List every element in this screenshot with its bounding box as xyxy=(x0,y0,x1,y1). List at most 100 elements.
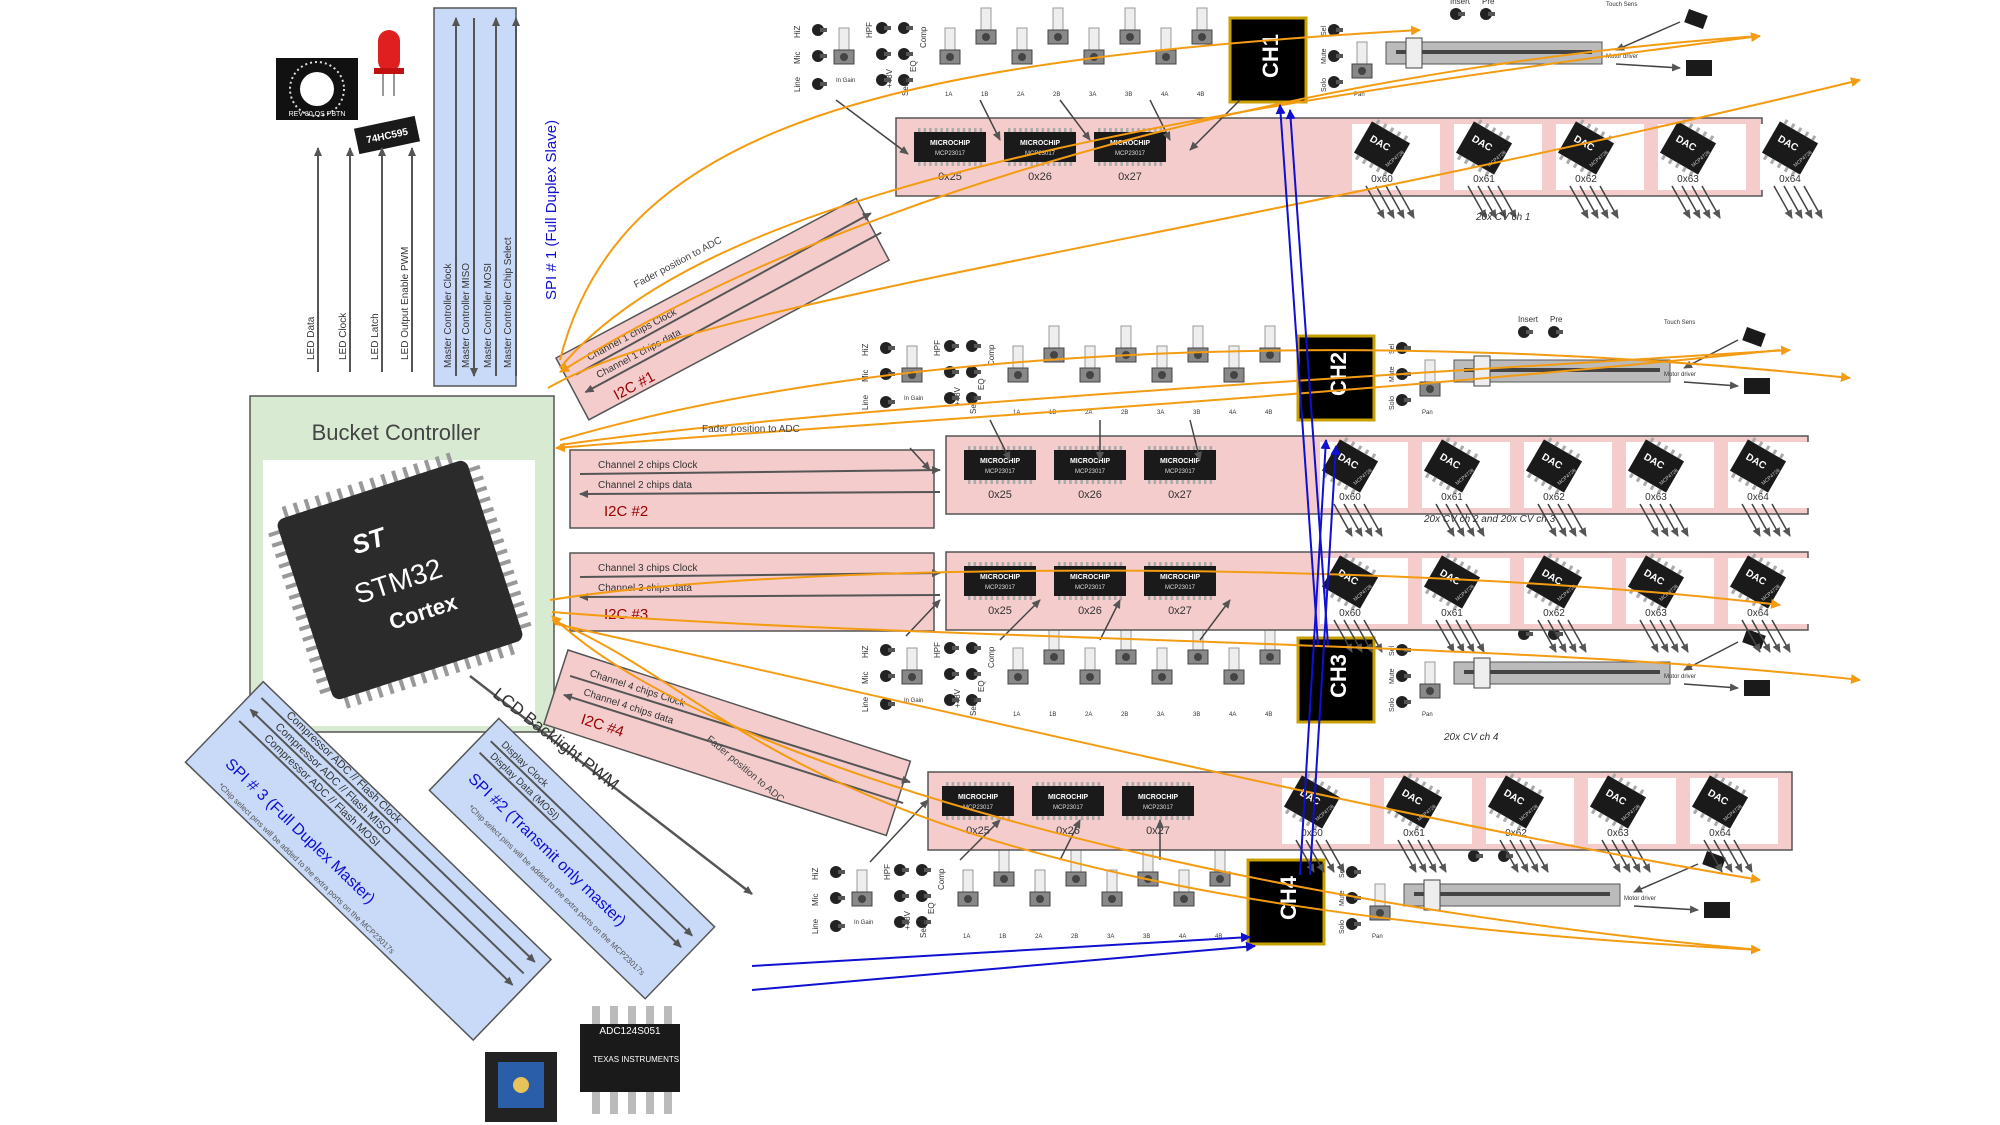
dac-pin xyxy=(1677,453,1683,459)
push-button xyxy=(966,340,978,352)
mcp-pin xyxy=(1131,162,1135,166)
cv-output-line xyxy=(1343,503,1363,537)
pot-shaft xyxy=(1016,27,1028,51)
dac-pin xyxy=(1769,158,1775,165)
mcp-pin xyxy=(1119,480,1123,484)
mcp-part: MCP23017 xyxy=(1053,805,1084,811)
dac-pin xyxy=(1382,123,1388,129)
dac-pin xyxy=(1537,789,1543,795)
mcp-pin xyxy=(1159,816,1163,820)
cv-output-line xyxy=(1557,503,1577,537)
pot-center xyxy=(1180,895,1188,903)
mcp-pin xyxy=(951,816,955,820)
cv-output-line xyxy=(1733,839,1753,873)
mcp-pin xyxy=(1007,480,1010,484)
mcp-pin xyxy=(1187,446,1190,450)
touch-sens-chip xyxy=(1742,327,1766,347)
pot-shaft xyxy=(1178,869,1190,893)
mcp-brand: MICROCHIP xyxy=(1138,794,1178,801)
mcp-pin xyxy=(1002,782,1005,786)
pot-shaft xyxy=(1228,345,1240,369)
adc-pin xyxy=(664,1006,672,1024)
mcp-pin xyxy=(1209,596,1213,600)
mcu-pin-group xyxy=(268,452,532,709)
mcp-pin xyxy=(918,128,921,132)
pot-center xyxy=(1162,53,1170,61)
adc-pin xyxy=(664,1092,672,1114)
pot-center xyxy=(1216,875,1224,883)
mcp-pin xyxy=(1097,782,1101,786)
mcp-pin xyxy=(1047,128,1050,132)
mcu-pin xyxy=(325,491,333,505)
orange-signal-4 xyxy=(559,345,1791,446)
sel-label: Sel xyxy=(1321,25,1328,36)
fader-track xyxy=(1414,892,1610,896)
button-lead xyxy=(902,920,909,924)
dac-pin xyxy=(1765,561,1771,567)
mcp-pin xyxy=(1052,816,1056,820)
push-button xyxy=(1346,866,1358,878)
mcp-part: MCP23017 xyxy=(935,151,966,157)
pot-center xyxy=(1426,385,1434,393)
dac-pin xyxy=(1354,154,1361,161)
mcp-pin xyxy=(1001,596,1005,600)
cv-output-line xyxy=(1305,839,1325,873)
send-label: Send xyxy=(901,77,910,96)
mcp-pin xyxy=(1074,562,1078,566)
dac-pin xyxy=(1561,561,1567,567)
mcp-pin xyxy=(1192,446,1196,450)
push-button xyxy=(898,74,910,86)
dac-pin xyxy=(1783,166,1789,173)
dac-pin xyxy=(1758,604,1764,611)
dac-pin xyxy=(1540,480,1546,487)
mcu-pin xyxy=(369,477,377,490)
spi1-line-label-4: Master Controller Chip Select xyxy=(503,237,514,368)
push-button xyxy=(916,864,928,876)
mcp-pin xyxy=(1126,162,1129,166)
spi3-line-2 xyxy=(249,708,525,975)
motor-driver-chip xyxy=(1744,680,1770,696)
mcp-pin xyxy=(1029,596,1033,600)
mcp-brand: MICROCHIP xyxy=(1020,140,1060,147)
in-gain-label: In Gain xyxy=(904,396,923,402)
fader-track xyxy=(1396,50,1592,54)
cv-output-line xyxy=(1445,503,1465,537)
i2c-clock-label: Channel 2 chips Clock xyxy=(598,460,698,471)
dac-pin xyxy=(1765,445,1771,451)
dac-address: 0x60 xyxy=(1339,608,1361,619)
mcp-pin xyxy=(946,162,949,166)
mcp-pin xyxy=(1069,816,1073,820)
mcp-pin xyxy=(1080,446,1083,450)
push-button xyxy=(880,368,892,380)
dac-address: 0x61 xyxy=(1403,828,1425,839)
mcp-pin xyxy=(1091,480,1095,484)
mcu-pin xyxy=(391,470,399,483)
pot-shaft xyxy=(1264,627,1276,651)
cv-output-line xyxy=(1353,503,1373,537)
dac-pin xyxy=(1727,781,1733,787)
solo-label: Solo xyxy=(1339,920,1346,934)
mcp-pin xyxy=(1108,446,1111,450)
spi3-line-3 xyxy=(238,720,514,986)
dac-pin xyxy=(1547,600,1553,607)
mcp-pin xyxy=(1012,480,1016,484)
push-button xyxy=(894,864,906,876)
button-lead xyxy=(1404,398,1411,402)
mcp-pin xyxy=(1080,480,1083,484)
dac-pin xyxy=(1526,472,1533,479)
mcu-pin xyxy=(312,665,326,674)
orange-signal-3 xyxy=(547,77,1861,389)
mcp-body xyxy=(1054,450,1126,480)
pot-center xyxy=(1072,875,1080,883)
dac-pin xyxy=(1414,777,1420,783)
dac-pin xyxy=(1505,135,1511,141)
pot-shaft xyxy=(1070,849,1082,873)
mcp-pin xyxy=(985,816,988,820)
cv-output-line xyxy=(1691,185,1711,219)
pot-wire-1 xyxy=(835,99,909,155)
mcp-pin xyxy=(1036,162,1039,166)
dac-pin xyxy=(1291,812,1297,819)
